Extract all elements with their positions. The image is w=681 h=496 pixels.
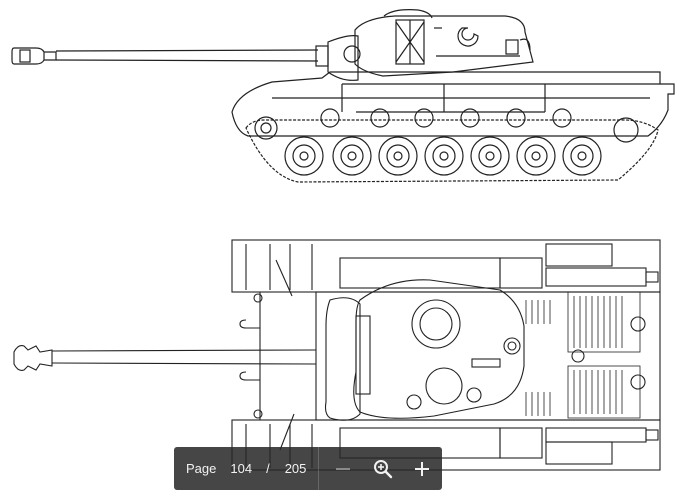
minus-icon	[336, 467, 351, 470]
toolbar-divider	[318, 447, 320, 490]
page-navigation-toolbar: Page 104 / 205	[174, 447, 442, 490]
current-page-number[interactable]: 104	[230, 461, 253, 476]
tank-side-elevation-drawing	[11, 9, 675, 183]
zoom-out-button[interactable]	[323, 447, 363, 490]
zoom-in-button[interactable]	[402, 447, 442, 490]
page-separator: /	[266, 461, 270, 476]
page-label: Page	[186, 461, 217, 476]
plus-icon	[415, 461, 430, 476]
zoom-fit-button[interactable]	[363, 447, 403, 490]
total-pages: 205	[284, 461, 307, 476]
magnifier-icon	[373, 459, 392, 478]
